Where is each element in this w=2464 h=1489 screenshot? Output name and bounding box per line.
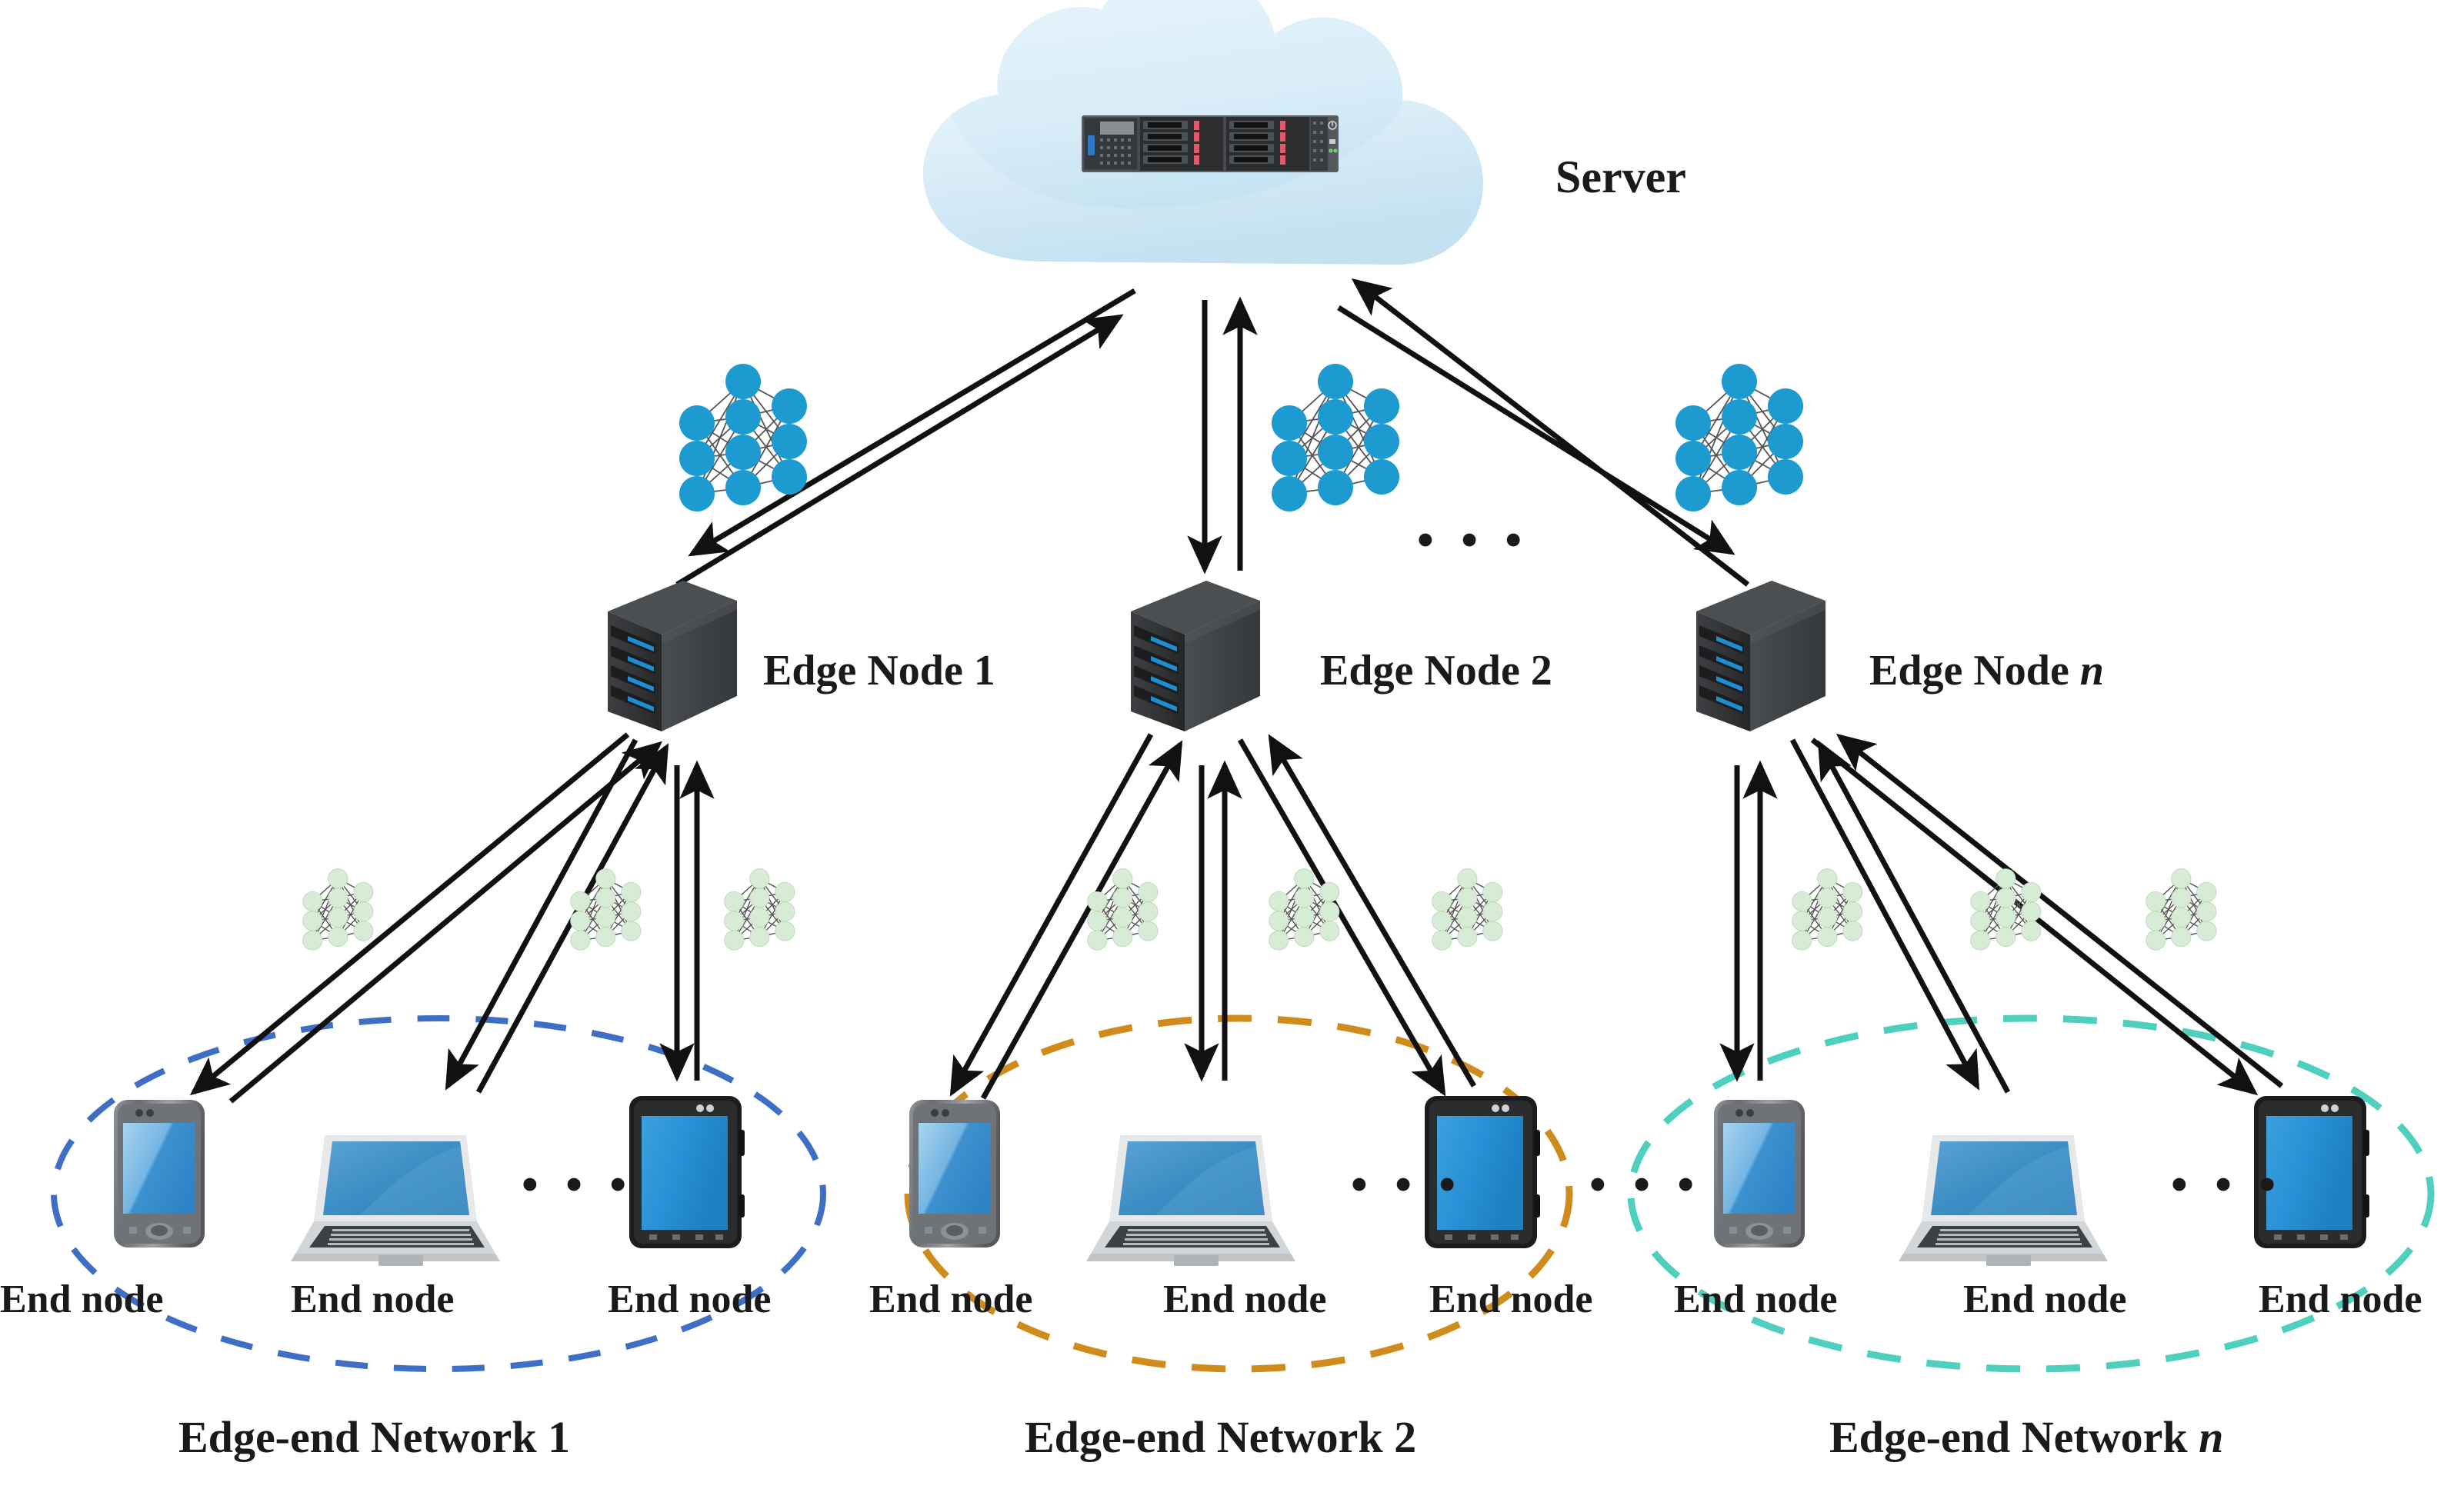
neural-network-icon-green-8 (1970, 868, 2042, 951)
neural-network-icon-green-6 (1432, 868, 1503, 951)
network-2-title-prefix: Edge-end Network (1025, 1412, 1395, 1462)
link-cloud-edge1 (675, 288, 1136, 587)
edge-node-n-label-prefix: Edge Node (1869, 647, 2080, 695)
neural-network-icon-green-2 (570, 868, 642, 951)
edge-end-network-1-title: Edge-end Network 1 (178, 1415, 570, 1460)
tablet-icon-2 (1425, 1096, 1540, 1248)
end-node-ellipsis-2: • • • (1351, 1159, 1464, 1211)
end-node-label-3-2: End node (1963, 1277, 2127, 1321)
edge-node-2-label: Edge Node 2 (1320, 649, 1552, 692)
network-2-title-suffix: 2 (1394, 1412, 1417, 1462)
edge-node-1-label-suffix: 1 (973, 647, 995, 695)
link-edge2-end (949, 733, 1477, 1100)
neural-network-icon-green-5 (1269, 868, 1340, 951)
neural-network-icon-blue-2 (1272, 364, 1399, 511)
end-node-ellipsis-1: • • • (522, 1159, 635, 1211)
network-separator-ellipsis: • • • (1589, 1159, 1702, 1211)
edge-node-1-label: Edge Node 1 (763, 649, 995, 692)
edge-end-network-n-title: Edge-end Network n (1829, 1415, 2223, 1460)
network-1-title-suffix: 1 (548, 1412, 571, 1462)
server-tower-icon-3 (1696, 581, 1825, 731)
link-edgen-end (1719, 733, 2284, 1096)
network-n-title-suffix: n (2199, 1412, 2224, 1462)
smartphone-icon-3 (1714, 1100, 1805, 1247)
smartphone-icon-2 (909, 1100, 1000, 1247)
end-node-ellipsis-3: • • • (2171, 1159, 2284, 1211)
laptop-icon-1 (291, 1135, 500, 1266)
neural-network-icon-blue-3 (1675, 364, 1803, 511)
link-cloud-edge2 (1187, 296, 1258, 575)
server-tower-icon-2 (1131, 581, 1260, 731)
link-cloud-edgen (1337, 278, 1750, 587)
edge-end-network-2-title: Edge-end Network 2 (1025, 1415, 1416, 1460)
smartphone-icon-1 (114, 1100, 205, 1247)
edge-node-n-label-suffix: n (2079, 647, 2104, 695)
edge-node-ellipsis: • • • (1417, 515, 1530, 567)
network-n-title-prefix: Edge-end Network (1829, 1412, 2199, 1462)
end-node-label-2-1: End node (869, 1277, 1033, 1321)
neural-network-icon-green-1 (302, 868, 374, 951)
edge-node-1-label-prefix: Edge Node (763, 647, 974, 695)
edge-node-n-label: Edge Node n (1869, 649, 2104, 692)
edge-node-2-label-suffix: 2 (1530, 647, 1552, 695)
end-node-label-2-2: End node (1163, 1277, 1327, 1321)
neural-network-icon-green-9 (2146, 868, 2217, 951)
neural-network-icon-green-4 (1087, 868, 1159, 951)
neural-network-icon-blue-1 (679, 364, 807, 511)
end-node-label-3-3: End node (2259, 1277, 2422, 1321)
end-node-label-2-3: End node (1429, 1277, 1593, 1321)
edge-end-network-boundary-2 (904, 1014, 1573, 1373)
end-node-label-1-3: End node (608, 1277, 772, 1321)
end-node-label-1-2: End node (291, 1277, 455, 1321)
server-tower-icon-1 (608, 581, 737, 731)
laptop-icon-3 (1899, 1135, 2108, 1266)
edge-end-network-boundary-1 (51, 1015, 826, 1372)
end-node-label-1-1: End node (0, 1277, 164, 1321)
neural-network-icon-green-3 (724, 868, 795, 951)
network-1-title-prefix: Edge-end Network (178, 1412, 548, 1462)
neural-network-icon-green-7 (1792, 868, 1863, 951)
tablet-icon-3 (2254, 1096, 2369, 1248)
rack-server-icon (1082, 115, 1339, 172)
edge-node-2-label-prefix: Edge Node (1320, 647, 1531, 695)
edge-end-network-boundary-3 (1627, 1014, 2435, 1373)
tablet-icon-1 (629, 1096, 745, 1248)
laptop-icon-2 (1086, 1135, 1295, 1266)
end-node-label-3-1: End node (1674, 1277, 1838, 1321)
server-label: Server (1555, 152, 1686, 202)
